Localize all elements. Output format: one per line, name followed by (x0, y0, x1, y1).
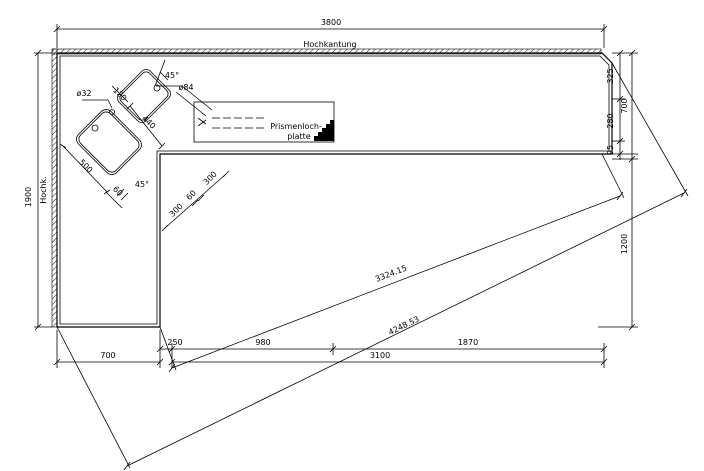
dim-right-95: 95 (606, 145, 615, 155)
sink-dimensions (59, 59, 169, 209)
prismenloch-label-2: platte (287, 132, 310, 141)
dim-bottom-250: 250 (167, 338, 182, 347)
sink-drain-small (153, 84, 161, 92)
dim-bottom-1870: 1870 (458, 338, 478, 347)
dim-left (34, 49, 52, 331)
hochkantung-label: Hochkantung (303, 40, 356, 49)
tap-hole (109, 109, 115, 115)
dim-bottom (53, 330, 608, 368)
dia-84: ø84 (178, 83, 193, 92)
dim-bottom-700: 700 (100, 351, 115, 360)
hochkantung-top-hatch (52, 48, 602, 55)
prismenlochplatte (156, 85, 335, 143)
dim-inner-300b: 300 (202, 170, 219, 187)
dim-top (53, 24, 608, 48)
sink-dim-500: 500 (77, 158, 94, 175)
hochk-label: Hochk. (39, 176, 48, 204)
dim-inner-300a: 300 (168, 202, 185, 219)
worktop-outline (56, 52, 613, 328)
dim-left-text: 1900 (24, 187, 33, 207)
dia-32: ø32 (76, 89, 91, 98)
dim-right-325: 325 (606, 68, 615, 83)
dim-diagonal-3324 (159, 153, 625, 373)
dim-right-1200: 1200 (620, 234, 629, 254)
dim-right-280: 280 (606, 113, 615, 128)
dim-inner-60: 60 (184, 188, 198, 202)
dim-diagonal-4248 (56, 62, 689, 471)
sink-drain-main (91, 124, 99, 132)
dim-inner (161, 170, 230, 232)
dim-right (598, 49, 638, 331)
prismenloch-label-1: Prismenloch- (270, 122, 322, 131)
sink (76, 69, 171, 175)
dim-diagonal-3324-text: 3324.15 (374, 264, 408, 284)
dim-bottom-3100: 3100 (370, 351, 390, 360)
angle-top: 45° (165, 71, 179, 80)
hochkantung-left-hatch (51, 48, 58, 328)
sink-dim-440: 440 (140, 114, 157, 131)
dim-right-700: 700 (620, 98, 629, 113)
dim-top-text: 3800 (321, 18, 341, 27)
dim-diagonal-4248-text: 4248.53 (387, 314, 421, 337)
sink-dim-60: 60 (111, 184, 125, 198)
angle-bottom: 45° (135, 180, 149, 189)
dim-bottom-980: 980 (255, 338, 270, 347)
